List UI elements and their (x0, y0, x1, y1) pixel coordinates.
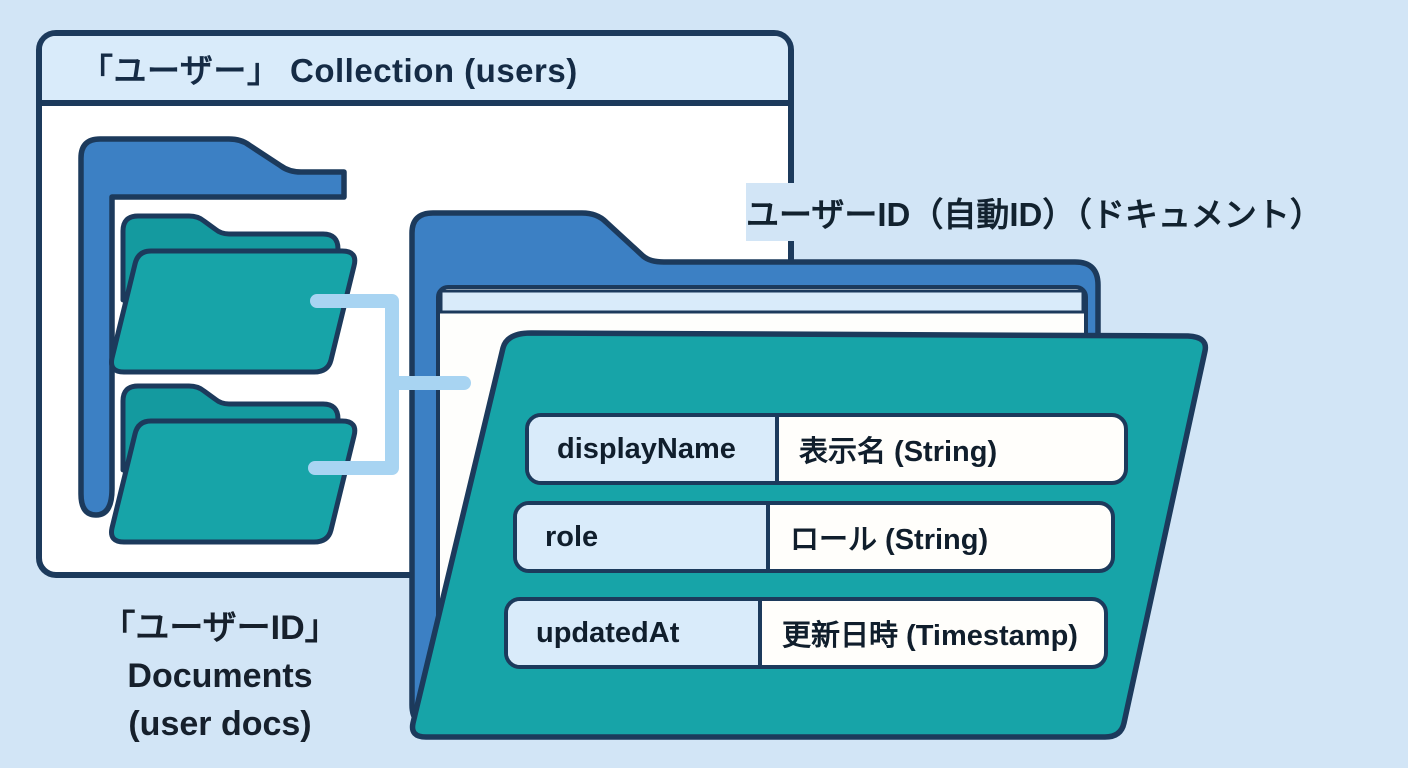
document-id-label: ユーザーID（自動ID）（ドキュメント） (746, 183, 1402, 241)
field-type: 更新日時 (Timestamp) (782, 620, 1078, 652)
documents-caption-line: 「ユーザーID」 (101, 609, 339, 647)
documents-caption-line: (user docs) (128, 705, 312, 743)
documents-caption: 「ユーザーID」 Documents (user docs) (58, 604, 382, 748)
field-row-displayname: displayName 表示名 (String) (525, 413, 1128, 485)
field-name: displayName (529, 417, 779, 481)
field-name: updatedAt (508, 601, 762, 665)
field-row-role: role ロール (String) (513, 501, 1115, 573)
field-type: 表示名 (String) (799, 436, 998, 468)
field-row-updatedat: updatedAt 更新日時 (Timestamp) (504, 597, 1108, 669)
collection-title: 「ユーザー」 Collection (users) (80, 52, 578, 89)
collection-header: 「ユーザー」 Collection (users) (42, 36, 788, 106)
field-name: role (517, 505, 770, 569)
users-collection-box: 「ユーザー」 Collection (users) (36, 30, 794, 578)
documents-caption-line: Documents (127, 657, 313, 695)
field-type: ロール (String) (790, 524, 989, 556)
